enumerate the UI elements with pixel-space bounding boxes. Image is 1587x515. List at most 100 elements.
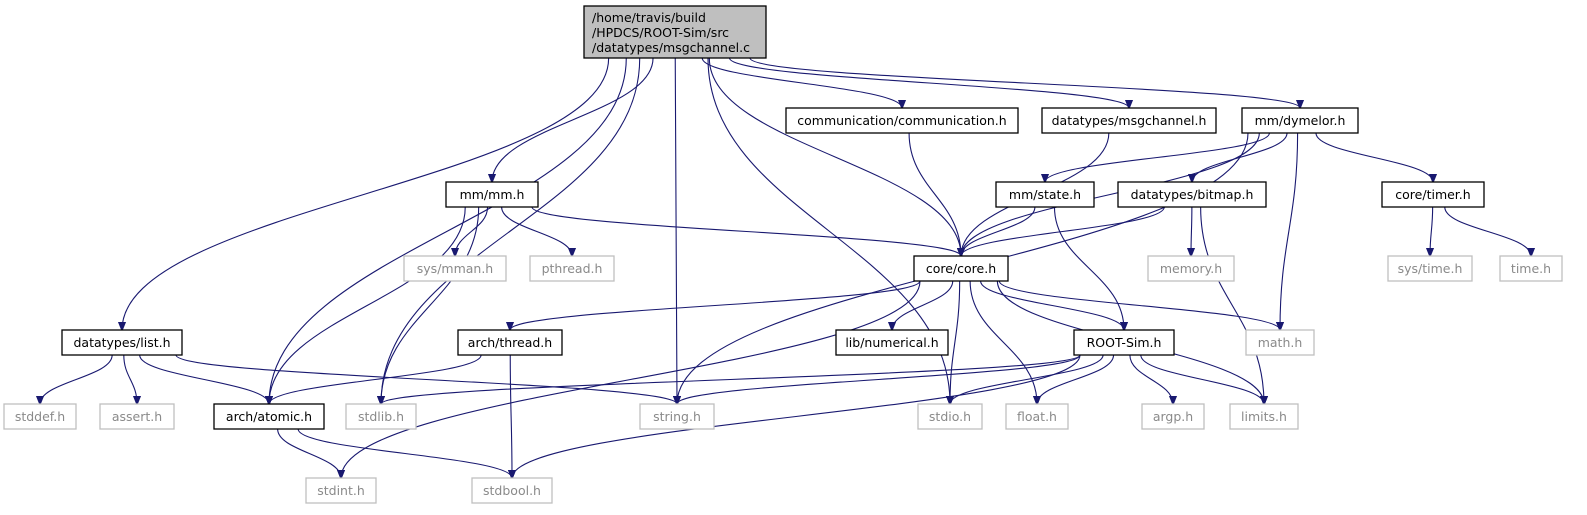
node-thread[interactable]: arch/thread.h bbox=[457, 329, 563, 356]
node-core[interactable]: core/core.h bbox=[913, 255, 1009, 282]
node-float-box bbox=[1005, 403, 1069, 430]
node-math-box bbox=[1245, 329, 1315, 356]
edge-bitmap-to-core bbox=[961, 206, 1165, 256]
node-stddef-label: stddef.h bbox=[15, 409, 65, 424]
node-stdio-box bbox=[917, 403, 983, 430]
node-comm[interactable]: communication/communication.h bbox=[785, 107, 1019, 134]
edge-list-to-assert bbox=[123, 354, 137, 404]
node-limits-label: limits.h bbox=[1241, 409, 1287, 424]
node-numerical-box bbox=[835, 329, 949, 356]
node-stdint: stdint.h bbox=[305, 477, 377, 504]
edge-core-to-rootsim bbox=[980, 280, 1124, 330]
edge-mm-to-atomic bbox=[269, 206, 466, 404]
node-time-label: time.h bbox=[1511, 261, 1551, 276]
node-assert-box bbox=[99, 403, 175, 430]
node-numerical-label: lib/numerical.h bbox=[845, 335, 938, 350]
node-string-box bbox=[639, 403, 715, 430]
edge-root-to-dym bbox=[749, 57, 1300, 108]
node-bitmap-box bbox=[1117, 181, 1267, 208]
node-list[interactable]: datatypes/list.h bbox=[61, 329, 183, 356]
node-list-box bbox=[61, 329, 183, 356]
edge-atomic-to-stdint bbox=[277, 428, 341, 478]
node-stddef-box bbox=[3, 403, 77, 430]
node-stdbool-label: stdbool.h bbox=[483, 483, 541, 498]
node-timer-box bbox=[1381, 181, 1485, 208]
edge-mm-to-stdlib bbox=[381, 206, 480, 404]
node-state[interactable]: mm/state.h bbox=[995, 181, 1095, 208]
edge-rootsim-to-stdlib bbox=[381, 354, 1081, 404]
node-root[interactable]: /home/travis/build/HPDCS/ROOT-Sim/src/da… bbox=[583, 5, 767, 59]
edge-list-to-stddef bbox=[40, 354, 113, 404]
node-dym-box bbox=[1241, 107, 1359, 134]
edge-bitmap-to-limits bbox=[1200, 206, 1264, 404]
node-dym[interactable]: mm/dymelor.h bbox=[1241, 107, 1359, 134]
node-systime-label: sys/time.h bbox=[1398, 261, 1463, 276]
edge-rootsim-to-argp bbox=[1129, 354, 1173, 404]
node-argp-label: argp.h bbox=[1153, 409, 1193, 424]
node-stdlib-box bbox=[345, 403, 417, 430]
edge-dym-to-timer bbox=[1315, 132, 1433, 182]
edge-dym-to-core bbox=[961, 132, 1260, 256]
node-pthread-box bbox=[529, 255, 615, 282]
node-bitmap-label: datatypes/bitmap.h bbox=[1131, 187, 1254, 202]
edge-root-to-atomic bbox=[269, 57, 627, 404]
node-mm-label: mm/mm.h bbox=[460, 187, 525, 202]
node-memory: memory.h bbox=[1147, 255, 1235, 282]
node-atomic[interactable]: arch/atomic.h bbox=[213, 403, 325, 430]
node-argp: argp.h bbox=[1141, 403, 1205, 430]
node-stdbool-box bbox=[471, 477, 553, 504]
node-stdint-label: stdint.h bbox=[317, 483, 365, 498]
node-stdio-label: stdio.h bbox=[929, 409, 971, 424]
edge-core-to-stdint bbox=[341, 280, 921, 478]
node-float: float.h bbox=[1005, 403, 1069, 430]
node-bitmap[interactable]: datatypes/bitmap.h bbox=[1117, 181, 1267, 208]
node-atomic-label: arch/atomic.h bbox=[226, 409, 312, 424]
edge-root-to-list bbox=[122, 57, 610, 330]
node-timer-label: core/timer.h bbox=[1395, 187, 1470, 202]
node-timer[interactable]: core/timer.h bbox=[1381, 181, 1485, 208]
node-atomic-box bbox=[213, 403, 325, 430]
node-memory-label: memory.h bbox=[1160, 261, 1222, 276]
edge-dym-to-math bbox=[1280, 132, 1299, 330]
node-stddef: stddef.h bbox=[3, 403, 77, 430]
node-pthread: pthread.h bbox=[529, 255, 615, 282]
node-core-label: core/core.h bbox=[926, 261, 996, 276]
node-pthread-label: pthread.h bbox=[542, 261, 603, 276]
node-rootsim[interactable]: ROOT-Sim.h bbox=[1073, 329, 1175, 356]
node-systime-box bbox=[1387, 255, 1473, 282]
edge-dym-to-bitmap bbox=[1192, 132, 1288, 182]
edge-rootsim-to-stdbool bbox=[512, 354, 1081, 478]
edge-state-to-rootsim bbox=[1053, 206, 1124, 330]
node-float-label: float.h bbox=[1017, 409, 1057, 424]
node-stdlib-label: stdlib.h bbox=[358, 409, 404, 424]
node-stdio: stdio.h bbox=[917, 403, 983, 430]
node-thread-box bbox=[457, 329, 563, 356]
node-dmsg[interactable]: datatypes/msgchannel.h bbox=[1041, 107, 1217, 134]
edge-rootsim-to-float bbox=[1037, 354, 1115, 404]
node-mm[interactable]: mm/mm.h bbox=[445, 181, 539, 208]
node-math: math.h bbox=[1245, 329, 1315, 356]
node-assert: assert.h bbox=[99, 403, 175, 430]
edge-list-to-atomic bbox=[139, 354, 269, 404]
file-nodes: /home/travis/build/HPDCS/ROOT-Sim/src/da… bbox=[3, 5, 1563, 504]
node-stdint-box bbox=[305, 477, 377, 504]
edge-root-to-stdlib bbox=[381, 57, 641, 404]
node-assert-label: assert.h bbox=[112, 409, 162, 424]
edge-rootsim-to-stdio bbox=[950, 354, 1104, 404]
node-rootsim-box bbox=[1073, 329, 1175, 356]
node-rootsim-label: ROOT-Sim.h bbox=[1087, 335, 1162, 350]
edge-root-to-string bbox=[675, 57, 677, 404]
node-root-label: /home/travis/build/HPDCS/ROOT-Sim/src/da… bbox=[592, 10, 750, 55]
edge-thread-to-stdbool bbox=[510, 354, 512, 478]
edge-mm-to-sysmman bbox=[455, 206, 489, 256]
node-string-label: string.h bbox=[653, 409, 701, 424]
node-state-label: mm/state.h bbox=[1009, 187, 1081, 202]
edge-core-to-thread bbox=[510, 280, 921, 330]
node-sysmman: sys/mman.h bbox=[403, 255, 507, 282]
node-numerical[interactable]: lib/numerical.h bbox=[835, 329, 949, 356]
node-systime: sys/time.h bbox=[1387, 255, 1473, 282]
edge-thread-to-atomic bbox=[269, 354, 482, 404]
node-limits: limits.h bbox=[1229, 403, 1299, 430]
node-state-box bbox=[995, 181, 1095, 208]
edge-atomic-to-stdbool bbox=[297, 428, 512, 478]
